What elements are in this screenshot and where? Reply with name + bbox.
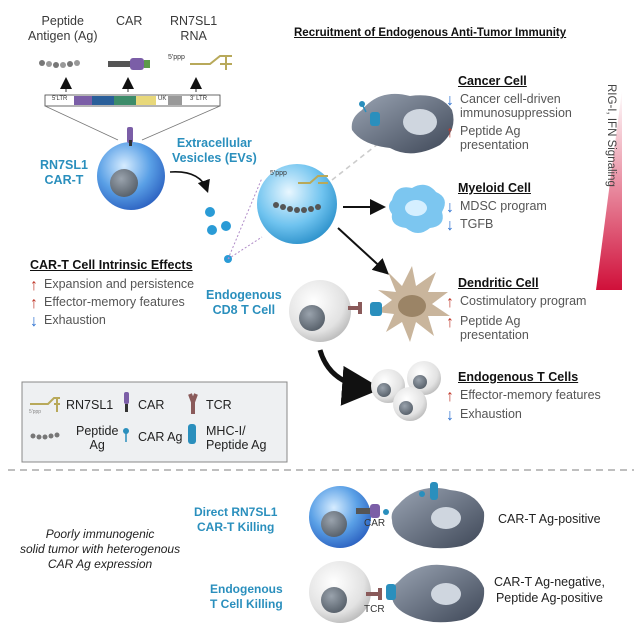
- car-t-cell: [97, 127, 165, 210]
- cancer-cell-title: Cancer Cell: [458, 74, 527, 88]
- rig-i-gradient-triangle: [596, 90, 622, 290]
- legend-mhc: MHC-I/ Peptide Ag: [206, 424, 267, 452]
- dendritic-item-2-arrow: ↑: [446, 314, 454, 331]
- bottom-car-tag: CAR: [364, 518, 386, 529]
- endo-t-item-2-arrow: ↓: [446, 407, 454, 424]
- rn7sl1-rna-icon: [190, 55, 232, 70]
- car-molecule-icon: [108, 58, 150, 70]
- legend-peptide-icon: [30, 432, 60, 440]
- myeloid-item-2-arrow: ↓: [446, 217, 454, 234]
- dendritic-item-1-arrow: ↑: [446, 294, 454, 311]
- dendritic-cell-title: Dendritic Cell: [458, 276, 539, 290]
- ev-dots: [205, 207, 232, 263]
- intrinsic-item-1-arrow: ↑: [30, 277, 38, 294]
- legend-tcr-icon: [188, 393, 198, 414]
- cancer-cell: [351, 93, 454, 154]
- ev-5ppp-label: 5'ppp: [270, 170, 287, 177]
- bottom-cancer-cell-2: [386, 564, 485, 623]
- bottom-car-t-cell: [309, 486, 380, 548]
- endo-t-item-1-arrow: ↑: [446, 388, 454, 405]
- myeloid-item-2: TGFB: [460, 217, 494, 231]
- legend-ppp-label: 5'ppp: [29, 409, 42, 415]
- car-t-ag-negative: CAR-T Ag-negative, Peptide Ag-positive: [494, 575, 605, 605]
- car-t-label: RN7SL1 CAR-T: [40, 158, 88, 187]
- construct-uk: UK: [158, 96, 167, 102]
- legend-car-icon: [124, 392, 129, 412]
- rn7sl1-rna-label: RN7SL1 RNA: [170, 14, 218, 43]
- peptide-antigen-icon: [39, 60, 80, 68]
- cancer-item-2-arrow: ↑: [446, 124, 454, 141]
- endogenous-t-cells-title: Endogenous T Cells: [458, 370, 579, 384]
- myeloid-cell: [389, 184, 445, 233]
- legend-car-ag-icon: [123, 428, 129, 442]
- intrinsic-item-3: Exhaustion: [44, 313, 106, 327]
- recruitment-title: Recruitment of Endogenous Anti-Tumor Imm…: [294, 27, 567, 39]
- cd8-t-cell: [289, 280, 362, 342]
- myeloid-cell-title: Myeloid Cell: [458, 181, 531, 195]
- legend-rn7sl1: RN7SL1: [66, 398, 114, 412]
- bottom-cancer-cell-1: [383, 482, 485, 549]
- legend-car-ag: CAR Ag: [138, 430, 183, 444]
- intrinsic-item-1: Expansion and persistence: [44, 277, 195, 291]
- extracellular-vesicle: [257, 164, 337, 244]
- car-label: CAR: [116, 14, 143, 28]
- legend-car: CAR: [138, 398, 165, 412]
- myeloid-item-1-arrow: ↓: [446, 199, 454, 216]
- peptide-antigen-label: Peptide Antigen (Ag): [28, 14, 98, 43]
- intrinsic-item-2: Effector-memory features: [44, 295, 185, 309]
- endo-t-item-2: Exhaustion: [460, 407, 522, 421]
- rna-5ppp-label: 5'ppp: [168, 54, 185, 61]
- myeloid-item-1: MDSC program: [460, 199, 547, 213]
- cancer-item-1-arrow: ↓: [446, 92, 454, 109]
- ev-label: Extracellular Vesicles (EVs): [172, 136, 257, 165]
- endogenous-t-cells: [371, 361, 441, 421]
- construct-5ltr: 5'LTR: [52, 96, 68, 102]
- intrinsic-item-3-arrow: ↓: [30, 313, 38, 330]
- construct-3ltr: 3' LTR: [190, 96, 208, 102]
- legend-tcr: TCR: [206, 398, 232, 412]
- endo-killing-label: Endogenous T Cell Killing: [210, 582, 283, 611]
- car-t-ag-positive: CAR-T Ag-positive: [498, 512, 601, 526]
- tumor-description: Poorly immunogenic solid tumor with hete…: [20, 527, 181, 571]
- direct-killing-label: Direct RN7SL1 CAR-T Killing: [194, 505, 278, 534]
- rig-i-label: RIG-I, IFN Signaling: [605, 84, 617, 187]
- legend-mhc-icon: [188, 424, 196, 444]
- bottom-t-cell: [309, 561, 382, 623]
- endo-t-item-1: Effector-memory features: [460, 388, 601, 402]
- cancer-item-2: Peptide Ag presentation: [460, 124, 529, 152]
- vector-construct: [44, 94, 221, 107]
- dendritic-cell: [370, 266, 450, 342]
- legend-peptide: Peptide Ag: [76, 424, 119, 452]
- intrinsic-title: CAR-T Cell Intrinsic Effects: [30, 258, 193, 272]
- cd8-label: Endogenous CD8 T Cell: [206, 288, 282, 317]
- cancer-item-1: Cancer cell-driven immunosuppression: [460, 92, 572, 120]
- intrinsic-item-2-arrow: ↑: [30, 295, 38, 312]
- dendritic-item-2: Peptide Ag presentation: [460, 314, 529, 342]
- legend-box: [21, 381, 288, 463]
- legend-rn7sl1-icon: [30, 397, 60, 412]
- bottom-tcr-tag: TCR: [364, 604, 385, 615]
- dendritic-item-1: Costimulatory program: [460, 294, 587, 308]
